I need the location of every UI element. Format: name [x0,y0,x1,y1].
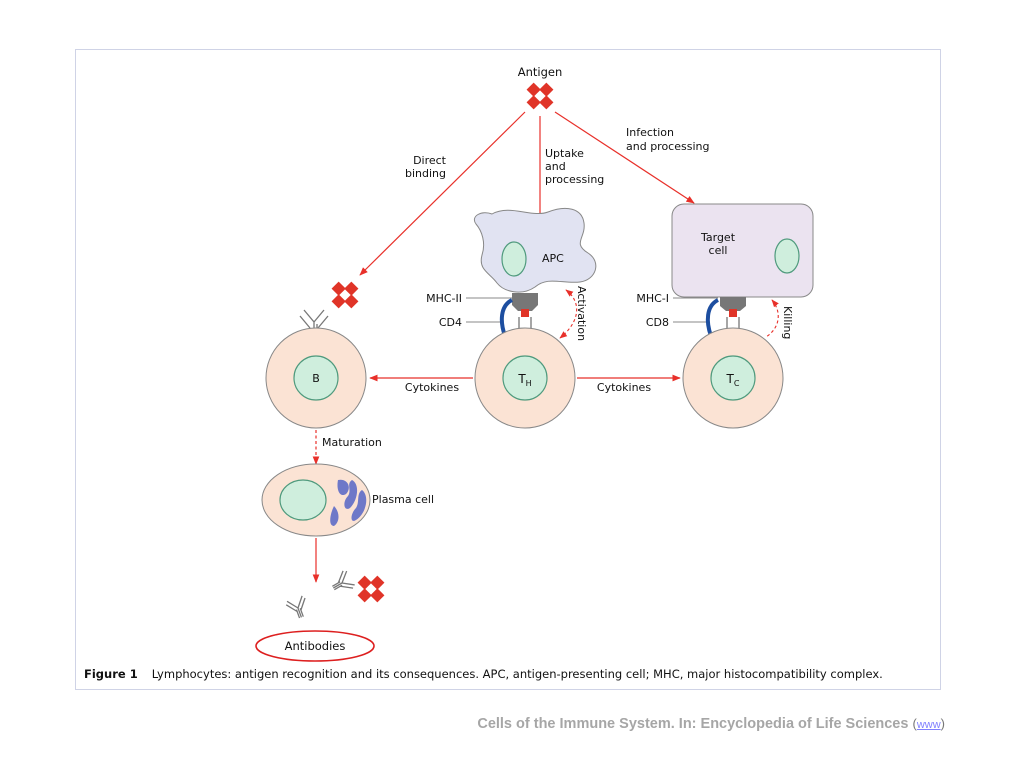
arrow-infection [554,111,695,204]
source-citation-text: Cells of the Immune System. In: Encyclop… [477,716,909,732]
cd8-label: CD8 [646,316,669,329]
cytokines-left-label: Cytokines [405,381,459,394]
plasma-cell-organelles [330,479,367,526]
direct-binding-label-1: Direct [413,154,447,167]
antibodies-label: Antibodies [285,639,346,653]
uptake-label-2: and [545,160,566,173]
killing-arrow [765,299,779,338]
b-cell-label: B [312,372,320,385]
plasma-cell-label: Plasma cell [372,493,434,506]
arrow-direct-binding [359,111,526,276]
activation-arrow [559,289,578,339]
source-paren-open: ( [912,716,917,731]
bound-antigen-icon [325,275,365,315]
bound-antibody-icon [327,568,357,598]
apc-cell [474,207,597,293]
maturation-label: Maturation [322,436,382,449]
figure-caption-label: Figure 1 [84,667,138,681]
mhc-i-label: MHC-I [636,292,669,305]
tc-cell-label: TC [726,372,740,388]
source-citation: Cells of the Immune System. In: Encyclop… [477,716,945,732]
b-cell-nucleus [293,355,339,401]
cd4-label: CD4 [439,316,462,329]
killing-label: Killing [781,306,794,339]
th-cell-nucleus [502,355,548,401]
free-antibody-icon [284,594,312,622]
antibody-bound-antigen-icon [351,569,391,609]
apc-nucleus [501,241,527,277]
figure-caption-text: Lymphocytes: antigen recognition and its… [151,667,883,681]
cytokines-right-label: Cytokines [597,381,651,394]
antigen-icon [520,76,560,116]
mhc-ii-receptor [499,293,538,337]
uptake-label-3: processing [545,173,604,186]
tc-cell-nucleus [710,355,756,401]
source-link[interactable]: www [916,719,941,731]
mhc-ii-label: MHC-II [426,292,462,305]
plasma-cell-nucleus [279,479,327,521]
target-label-2: cell [709,244,728,257]
antibodies-highlight-ellipse [255,630,375,662]
uptake-label-1: Uptake [545,147,584,160]
target-label-1: Target [700,231,736,244]
activation-label: Activation [575,286,588,341]
infection-label-1: Infection [626,126,674,139]
b-cell-receptor [299,309,329,345]
antigen-label: Antigen [518,65,563,79]
mhc-i-receptor [705,297,746,337]
direct-binding-label-2: binding [405,167,446,180]
th-cell-label: TH [517,372,531,388]
infection-label-2: and processing [626,140,709,153]
cd8-coreceptor [705,298,720,337]
apc-label: APC [542,252,564,265]
figure-caption: Figure 1 Lymphocytes: antigen recognition… [84,667,883,681]
target-nucleus [774,238,800,274]
source-paren-close: ) [940,716,945,731]
